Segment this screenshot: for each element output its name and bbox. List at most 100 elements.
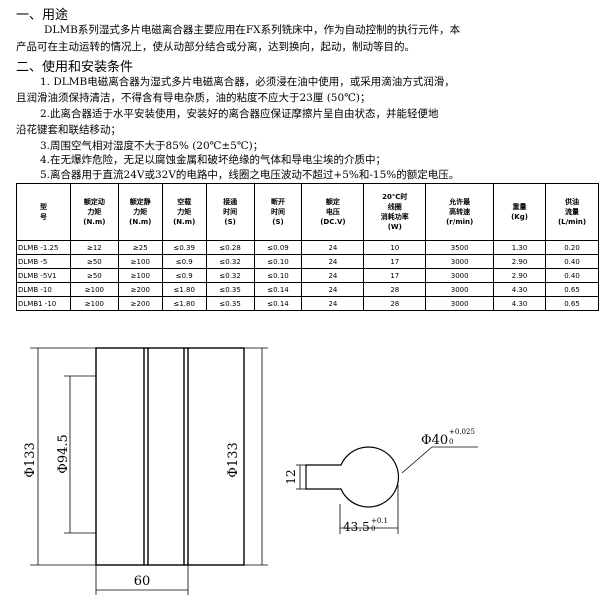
header-oil-flow: 供油流量(L/min) bbox=[544, 183, 600, 241]
header-weight: 重量(Kg) bbox=[493, 183, 546, 241]
section2-line-1: 1. DLMB电磁离合器为湿式多片电磁离合器，必须浸在油中使用，或采用滴油方式润… bbox=[40, 76, 455, 88]
key-depth-tolerance-label: +0.1 bbox=[371, 517, 388, 525]
bore-dia-label: Φ40 bbox=[421, 433, 448, 448]
section2-line-3: 2.此离合器适于水平安装使用，安装好的离合器应保证摩擦片呈自由状态，并能轻便地 bbox=[40, 108, 439, 120]
table-cell: 3500 bbox=[425, 240, 495, 255]
length-label: 60 bbox=[134, 574, 151, 589]
bore-outline bbox=[305, 446, 400, 508]
section1-title: 一、用途 bbox=[16, 8, 69, 23]
section2-line-4: 沿花键套和联结移动； bbox=[16, 124, 121, 136]
table-row: DLMB -1.25 ≥12 ≥25 ≤0.39 ≤0.28 ≤0.09 24 … bbox=[16, 240, 600, 255]
section1-line-2: 产品可在主动运转的情况上，使从动部分结合或分离，达到换向，起动，制动等目的。 bbox=[16, 41, 415, 53]
table-cell: ≤0.28 bbox=[205, 240, 255, 255]
table-cell: ≥12 bbox=[69, 240, 119, 255]
table-cell: DLMB -10 bbox=[16, 282, 71, 297]
table-cell: ≥200 bbox=[117, 282, 163, 297]
table-cell: DLMB -5V1 bbox=[16, 268, 71, 283]
header-coil-power: 20℃时线圈消耗功率(W) bbox=[363, 183, 427, 241]
spec-table: 型号 额定动力矩(N.m) 额定静力矩(N.m) 空载力矩(N.m) 接通时间(… bbox=[16, 183, 600, 311]
header-model: 型号 bbox=[16, 183, 71, 241]
table-cell: 10 bbox=[363, 240, 427, 255]
table-cell: 24 bbox=[301, 282, 365, 297]
table-cell: ≤1.80 bbox=[161, 282, 207, 297]
table-cell: 17 bbox=[363, 254, 427, 269]
table-cell: 0.40 bbox=[544, 268, 600, 283]
table-cell: DLMB -1.25 bbox=[16, 240, 71, 255]
table-cell: ≤0.10 bbox=[253, 268, 303, 283]
table-cell: DLMB1 -10 bbox=[16, 296, 71, 311]
table-cell: ≥100 bbox=[117, 254, 163, 269]
section2-line-2: 且润滑油须保持清洁，不得含有导电杂质，油的粘度不应大于23厘 (50℃)； bbox=[16, 92, 371, 104]
table-cell: ≤0.10 bbox=[253, 254, 303, 269]
table-cell: ≤0.14 bbox=[253, 296, 303, 311]
bore-keyway-view bbox=[296, 446, 478, 534]
table-cell: 0.65 bbox=[544, 282, 600, 297]
header-max-speed: 允许最高转速(r/min) bbox=[425, 183, 495, 241]
table-cell: ≤0.35 bbox=[205, 282, 255, 297]
table-cell: 17 bbox=[363, 268, 427, 283]
table-cell: ≥100 bbox=[117, 268, 163, 283]
table-cell: 0.20 bbox=[544, 240, 600, 255]
table-row: DLMB -5V1 ≥50 ≥100 ≤0.9 ≤0.32 ≤0.10 24 1… bbox=[16, 268, 600, 283]
key-depth-tolerance-low-label: 0 bbox=[371, 525, 375, 533]
header-rated-static-torque: 额定静力矩(N.m) bbox=[117, 183, 163, 241]
table-cell: 3000 bbox=[425, 268, 495, 283]
table-cell: ≥25 bbox=[117, 240, 163, 255]
key-width-label: 12 bbox=[284, 469, 298, 484]
table-cell: DLMB -5 bbox=[16, 254, 71, 269]
spec-table-header-row: 型号 额定动力矩(N.m) 额定静力矩(N.m) 空载力矩(N.m) 接通时间(… bbox=[16, 183, 600, 241]
table-cell: ≥100 bbox=[69, 282, 119, 297]
header-release-time: 断开时间(S) bbox=[253, 183, 303, 241]
bore-tolerance-low-label: 0 bbox=[449, 438, 453, 446]
section2-line-6: 4.在无爆炸危险，无足以腐蚀金属和破坏绝缘的气体和导电尘埃的介质中； bbox=[40, 154, 387, 166]
table-cell: 24 bbox=[301, 240, 365, 255]
section2-title: 二、使用和安装条件 bbox=[16, 60, 134, 75]
header-engage-time: 接通时间(S) bbox=[205, 183, 255, 241]
outer-dia-label: Φ133 bbox=[23, 442, 38, 477]
clutch-side-labels: Φ133 Φ94.5 Φ133 60 bbox=[23, 434, 241, 589]
table-cell: ≥50 bbox=[69, 254, 119, 269]
dim-leader-bore bbox=[401, 446, 433, 474]
table-cell: ≥100 bbox=[69, 296, 119, 311]
table-cell: ≤0.9 bbox=[161, 268, 207, 283]
outer-dia-right-label: Φ133 bbox=[226, 442, 241, 477]
key-depth-label: 43.5 bbox=[343, 520, 370, 534]
table-cell: ≤0.35 bbox=[205, 296, 255, 311]
table-cell: ≤0.14 bbox=[253, 282, 303, 297]
table-cell: 4.30 bbox=[493, 282, 546, 297]
table-cell: 3000 bbox=[425, 254, 495, 269]
clutch-side-view bbox=[30, 347, 268, 595]
header-idle-torque: 空载力矩(N.m) bbox=[161, 183, 207, 241]
table-cell: 2.90 bbox=[493, 254, 546, 269]
table-cell: 1.30 bbox=[493, 240, 546, 255]
table-cell: ≥200 bbox=[117, 296, 163, 311]
table-row: DLMB1 -10 ≥100 ≥200 ≤1.80 ≤0.35 ≤0.14 24… bbox=[16, 296, 600, 311]
section2-line-5: 3.周围空气相对湿度不大于85% (20℃±5℃)； bbox=[40, 140, 264, 152]
section2-line-7: 5.离合器用于直流24V或32V的电路中，线圈之电压波动不超过+5%和-15%的… bbox=[40, 169, 460, 181]
table-cell: ≤0.9 bbox=[161, 254, 207, 269]
header-rated-voltage: 额定电压(DC.V) bbox=[301, 183, 365, 241]
header-rated-dynamic-torque: 额定动力矩(N.m) bbox=[69, 183, 119, 241]
table-cell: 24 bbox=[301, 254, 365, 269]
table-cell: 0.65 bbox=[544, 296, 600, 311]
table-cell: 3000 bbox=[425, 296, 495, 311]
bore-tolerance-label: +0.025 bbox=[449, 428, 475, 436]
table-cell: ≤1.80 bbox=[161, 296, 207, 311]
clutch-drawing: Φ133 Φ94.5 Φ133 60 Φ40 +0.025 0 12 43.5 … bbox=[23, 347, 478, 595]
table-cell: 3000 bbox=[425, 282, 495, 297]
table-cell: 24 bbox=[301, 268, 365, 283]
table-row: DLMB -5 ≥50 ≥100 ≤0.9 ≤0.32 ≤0.10 24 17 … bbox=[16, 254, 600, 269]
table-cell: ≤0.09 bbox=[253, 240, 303, 255]
table-cell: 24 bbox=[301, 296, 365, 311]
bore-labels: Φ40 +0.025 0 12 43.5 +0.1 0 bbox=[284, 428, 475, 534]
inner-dia-label: Φ94.5 bbox=[56, 434, 71, 474]
table-cell: 4.30 bbox=[493, 296, 546, 311]
table-cell: 0.40 bbox=[544, 254, 600, 269]
table-row: DLMB -10 ≥100 ≥200 ≤1.80 ≤0.35 ≤0.14 24 … bbox=[16, 282, 600, 297]
table-cell: 28 bbox=[363, 282, 427, 297]
table-cell: 2.90 bbox=[493, 268, 546, 283]
table-cell: ≤0.32 bbox=[205, 268, 255, 283]
table-cell: ≥50 bbox=[69, 268, 119, 283]
table-cell: ≤0.32 bbox=[205, 254, 255, 269]
section1-line-1: DLMB系列湿式多片电磁离合器主要应用在FX系列铣床中，作为自动控制的执行元件，… bbox=[44, 24, 461, 36]
